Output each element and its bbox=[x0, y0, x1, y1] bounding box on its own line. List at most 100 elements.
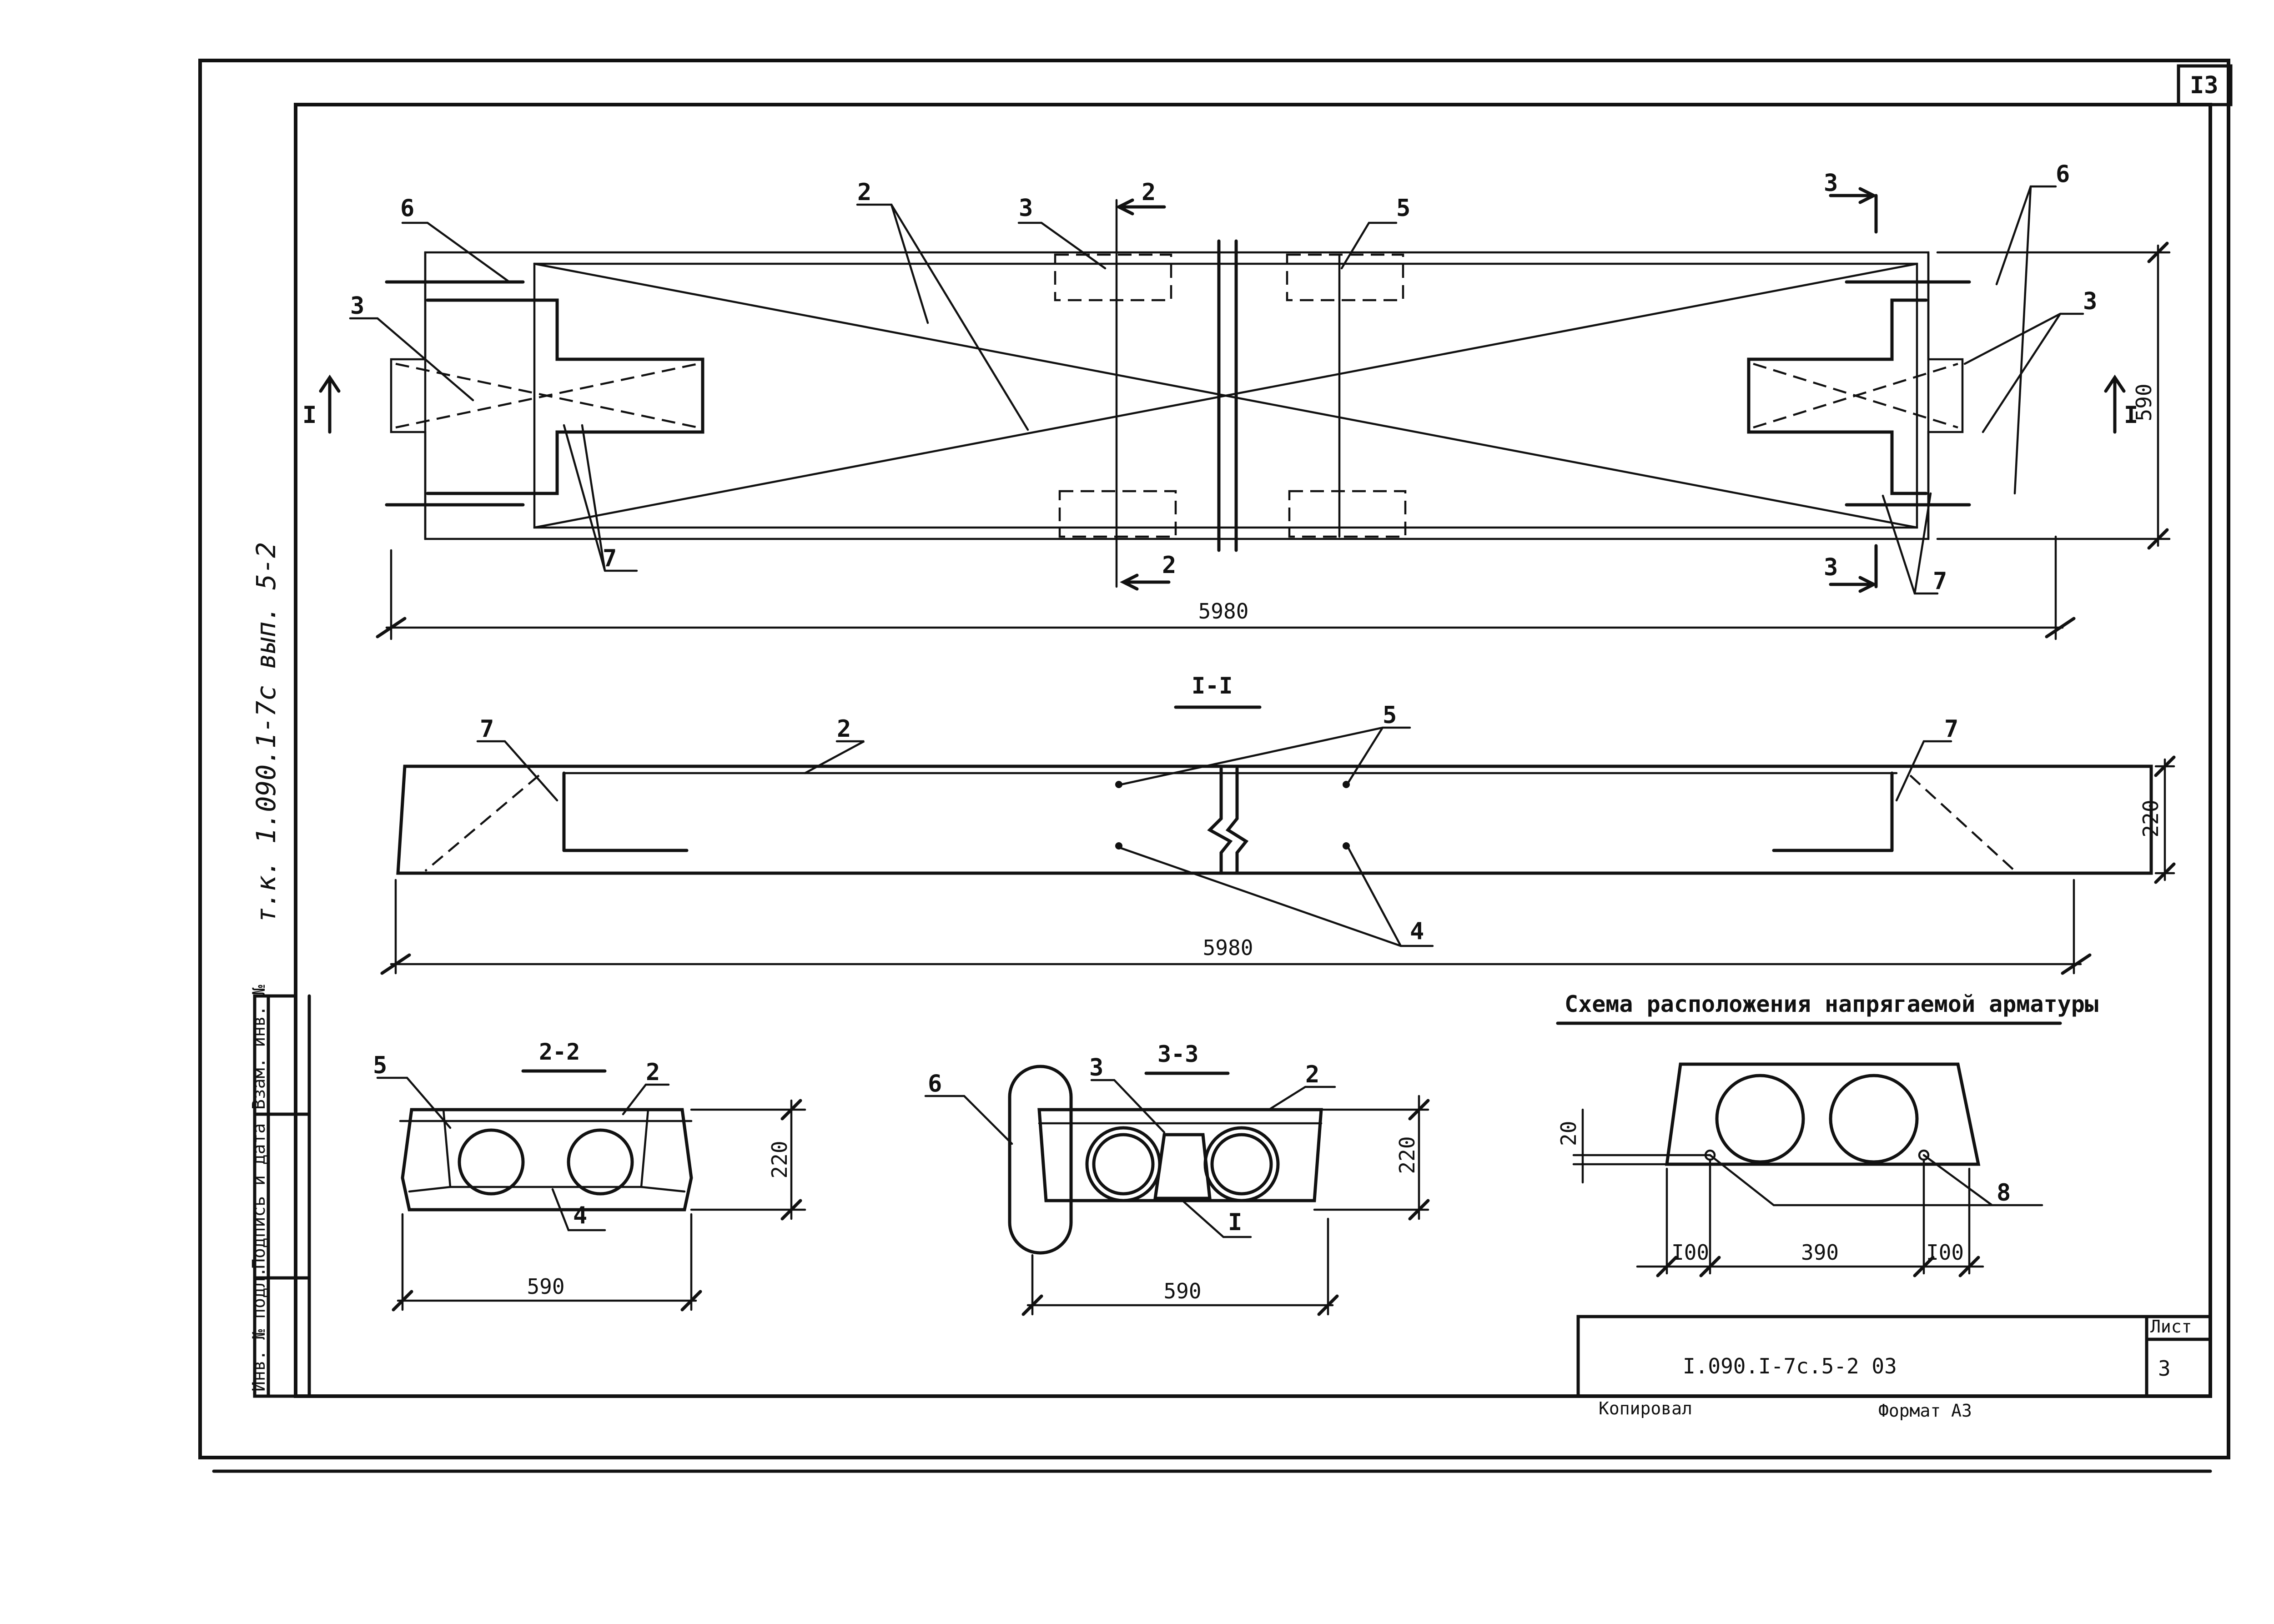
dim-ticks bbox=[392, 1290, 702, 1312]
section-2-2: 2-2 5 2 4 220 590 bbox=[373, 1039, 806, 1312]
section-2-2-title: 2-2 bbox=[539, 1039, 580, 1065]
leader bbox=[1895, 740, 1952, 802]
dashed-diagonal bbox=[1909, 774, 2016, 872]
drawing-code: I.090.I-7c.5-2 03 bbox=[1683, 1354, 1897, 1378]
callout-2: 2 bbox=[837, 715, 851, 743]
leader bbox=[401, 221, 511, 283]
plan-right-recess bbox=[1747, 298, 1928, 495]
callout-4: 4 bbox=[1410, 918, 1424, 945]
section-arrow-right bbox=[2104, 374, 2126, 434]
dim-100-left: I00 bbox=[1671, 1240, 1709, 1265]
void-circle-inner bbox=[1210, 1133, 1273, 1196]
dim-ticks bbox=[780, 1099, 802, 1221]
void-circle bbox=[1203, 1126, 1280, 1202]
section-mark-left: I bbox=[302, 402, 317, 429]
dim-ticks bbox=[2147, 241, 2169, 550]
leader bbox=[349, 317, 474, 402]
stamp-label-sign: Подпись и дата bbox=[249, 1123, 269, 1269]
callout-7-left: 7 bbox=[480, 715, 494, 743]
dim-width: 590 bbox=[527, 1274, 564, 1299]
leader bbox=[1120, 847, 1434, 947]
strand-point bbox=[1115, 781, 1122, 788]
dim-ticks bbox=[1021, 1294, 1339, 1316]
leader bbox=[1963, 312, 2084, 433]
stamp-label-inv: Инв. № подл. bbox=[249, 1267, 269, 1392]
dim-section-height: 220 bbox=[2138, 799, 2163, 837]
tendon-scheme: Схема расположения напрягаемой арматуры … bbox=[1556, 991, 2098, 1277]
callout-5: 5 bbox=[1383, 702, 1397, 729]
section-mark-end-top: 3 bbox=[1824, 170, 1838, 197]
web-line bbox=[640, 1108, 649, 1188]
callout-2: 2 bbox=[857, 179, 871, 206]
insert-dashed bbox=[1286, 253, 1404, 302]
leader bbox=[1120, 726, 1411, 786]
leader bbox=[1181, 1199, 1252, 1238]
callout-2: 2 bbox=[1305, 1061, 1319, 1088]
stamp-label-replace: Взам. инв. № bbox=[249, 985, 269, 1110]
loop-bar bbox=[1008, 1065, 1073, 1255]
dim-ticks bbox=[376, 617, 2076, 639]
leader bbox=[1709, 1154, 2043, 1207]
plan-left-recess bbox=[426, 298, 704, 495]
section-arrow-end-top bbox=[1829, 187, 1878, 234]
dim-ticks bbox=[1656, 1256, 1980, 1277]
callout-4: 4 bbox=[573, 1202, 587, 1229]
plan-diagonal bbox=[533, 262, 1918, 529]
dim-height: 220 bbox=[767, 1141, 792, 1178]
callout-7-right: 7 bbox=[1944, 715, 1958, 743]
void-circle bbox=[1715, 1074, 1805, 1164]
dim-ticks bbox=[1408, 1099, 1430, 1221]
title-block: I.090.I-7c.5-2 03 Лист 3 Копировал Форма… bbox=[1576, 1315, 2212, 1421]
callout-2: 2 bbox=[646, 1059, 660, 1086]
list-label: Лист bbox=[2150, 1317, 2192, 1337]
section-1-1-title: I-I bbox=[1192, 673, 1233, 699]
void-circle bbox=[458, 1128, 525, 1196]
callout-5: 5 bbox=[373, 1052, 387, 1079]
plan-right-cross bbox=[1753, 362, 1958, 429]
leader bbox=[551, 1188, 606, 1232]
callout-7-left: 7 bbox=[603, 545, 617, 572]
section-mark-mid-top: 2 bbox=[1142, 179, 1156, 206]
leader bbox=[1882, 492, 1939, 595]
callout-6-right: 6 bbox=[2056, 161, 2070, 188]
section-2-2-outline bbox=[401, 1108, 693, 1212]
section-mark-mid-bottom: 2 bbox=[1162, 552, 1176, 579]
callout-7-right: 7 bbox=[1933, 568, 1947, 595]
dim-section-length: 5980 bbox=[1203, 935, 1253, 960]
copied-label: Копировал bbox=[1599, 1398, 1692, 1418]
section-3-3-outline bbox=[1037, 1108, 1323, 1202]
leader bbox=[804, 740, 865, 774]
section-arrow-left bbox=[319, 374, 341, 434]
outer-border bbox=[198, 59, 2230, 1459]
callout-3-right: 3 bbox=[2083, 288, 2097, 315]
leader bbox=[924, 1095, 1013, 1145]
plan-outline bbox=[424, 251, 1930, 540]
plan-left-cross bbox=[395, 362, 699, 429]
section-arrow-end-bottom bbox=[1829, 544, 1878, 593]
tendon-section-outline bbox=[1665, 1062, 1981, 1166]
section-1-1: I-I 7 2 5 7 4 220 5980 bbox=[380, 673, 2176, 975]
dim-100-right: I00 bbox=[1926, 1240, 1964, 1265]
section-3-3: 3-3 6 3 2 I 220 590 bbox=[924, 1041, 1430, 1316]
leader bbox=[1017, 221, 1107, 270]
leader bbox=[1268, 1086, 1336, 1111]
callout-6: 6 bbox=[928, 1070, 942, 1097]
callout-3-left: 3 bbox=[350, 292, 364, 320]
side-note: т.к. 1.090.1-7с вып. 5-2 bbox=[251, 542, 282, 923]
leader bbox=[1995, 185, 2057, 495]
callout-8: 8 bbox=[1997, 1179, 2011, 1207]
leader bbox=[1090, 1079, 1166, 1134]
void-circle bbox=[1085, 1126, 1162, 1202]
dim-ticks bbox=[2154, 755, 2176, 884]
leader bbox=[1340, 221, 1398, 270]
central-wedge bbox=[1153, 1133, 1212, 1200]
corner-number: I3 bbox=[2190, 72, 2219, 99]
plan-view: I I 2 2 3 3 6 3 7 2 3 5 6 3 7 5980 bbox=[302, 161, 2171, 640]
dim-plan-width: 590 bbox=[2132, 383, 2156, 421]
left-stamp-box bbox=[253, 994, 297, 1398]
insert-dashed bbox=[1058, 490, 1177, 538]
list-number: 3 bbox=[2158, 1356, 2171, 1381]
dim-height: 220 bbox=[1395, 1136, 1419, 1174]
dim-plan-length: 5980 bbox=[1198, 599, 1249, 623]
